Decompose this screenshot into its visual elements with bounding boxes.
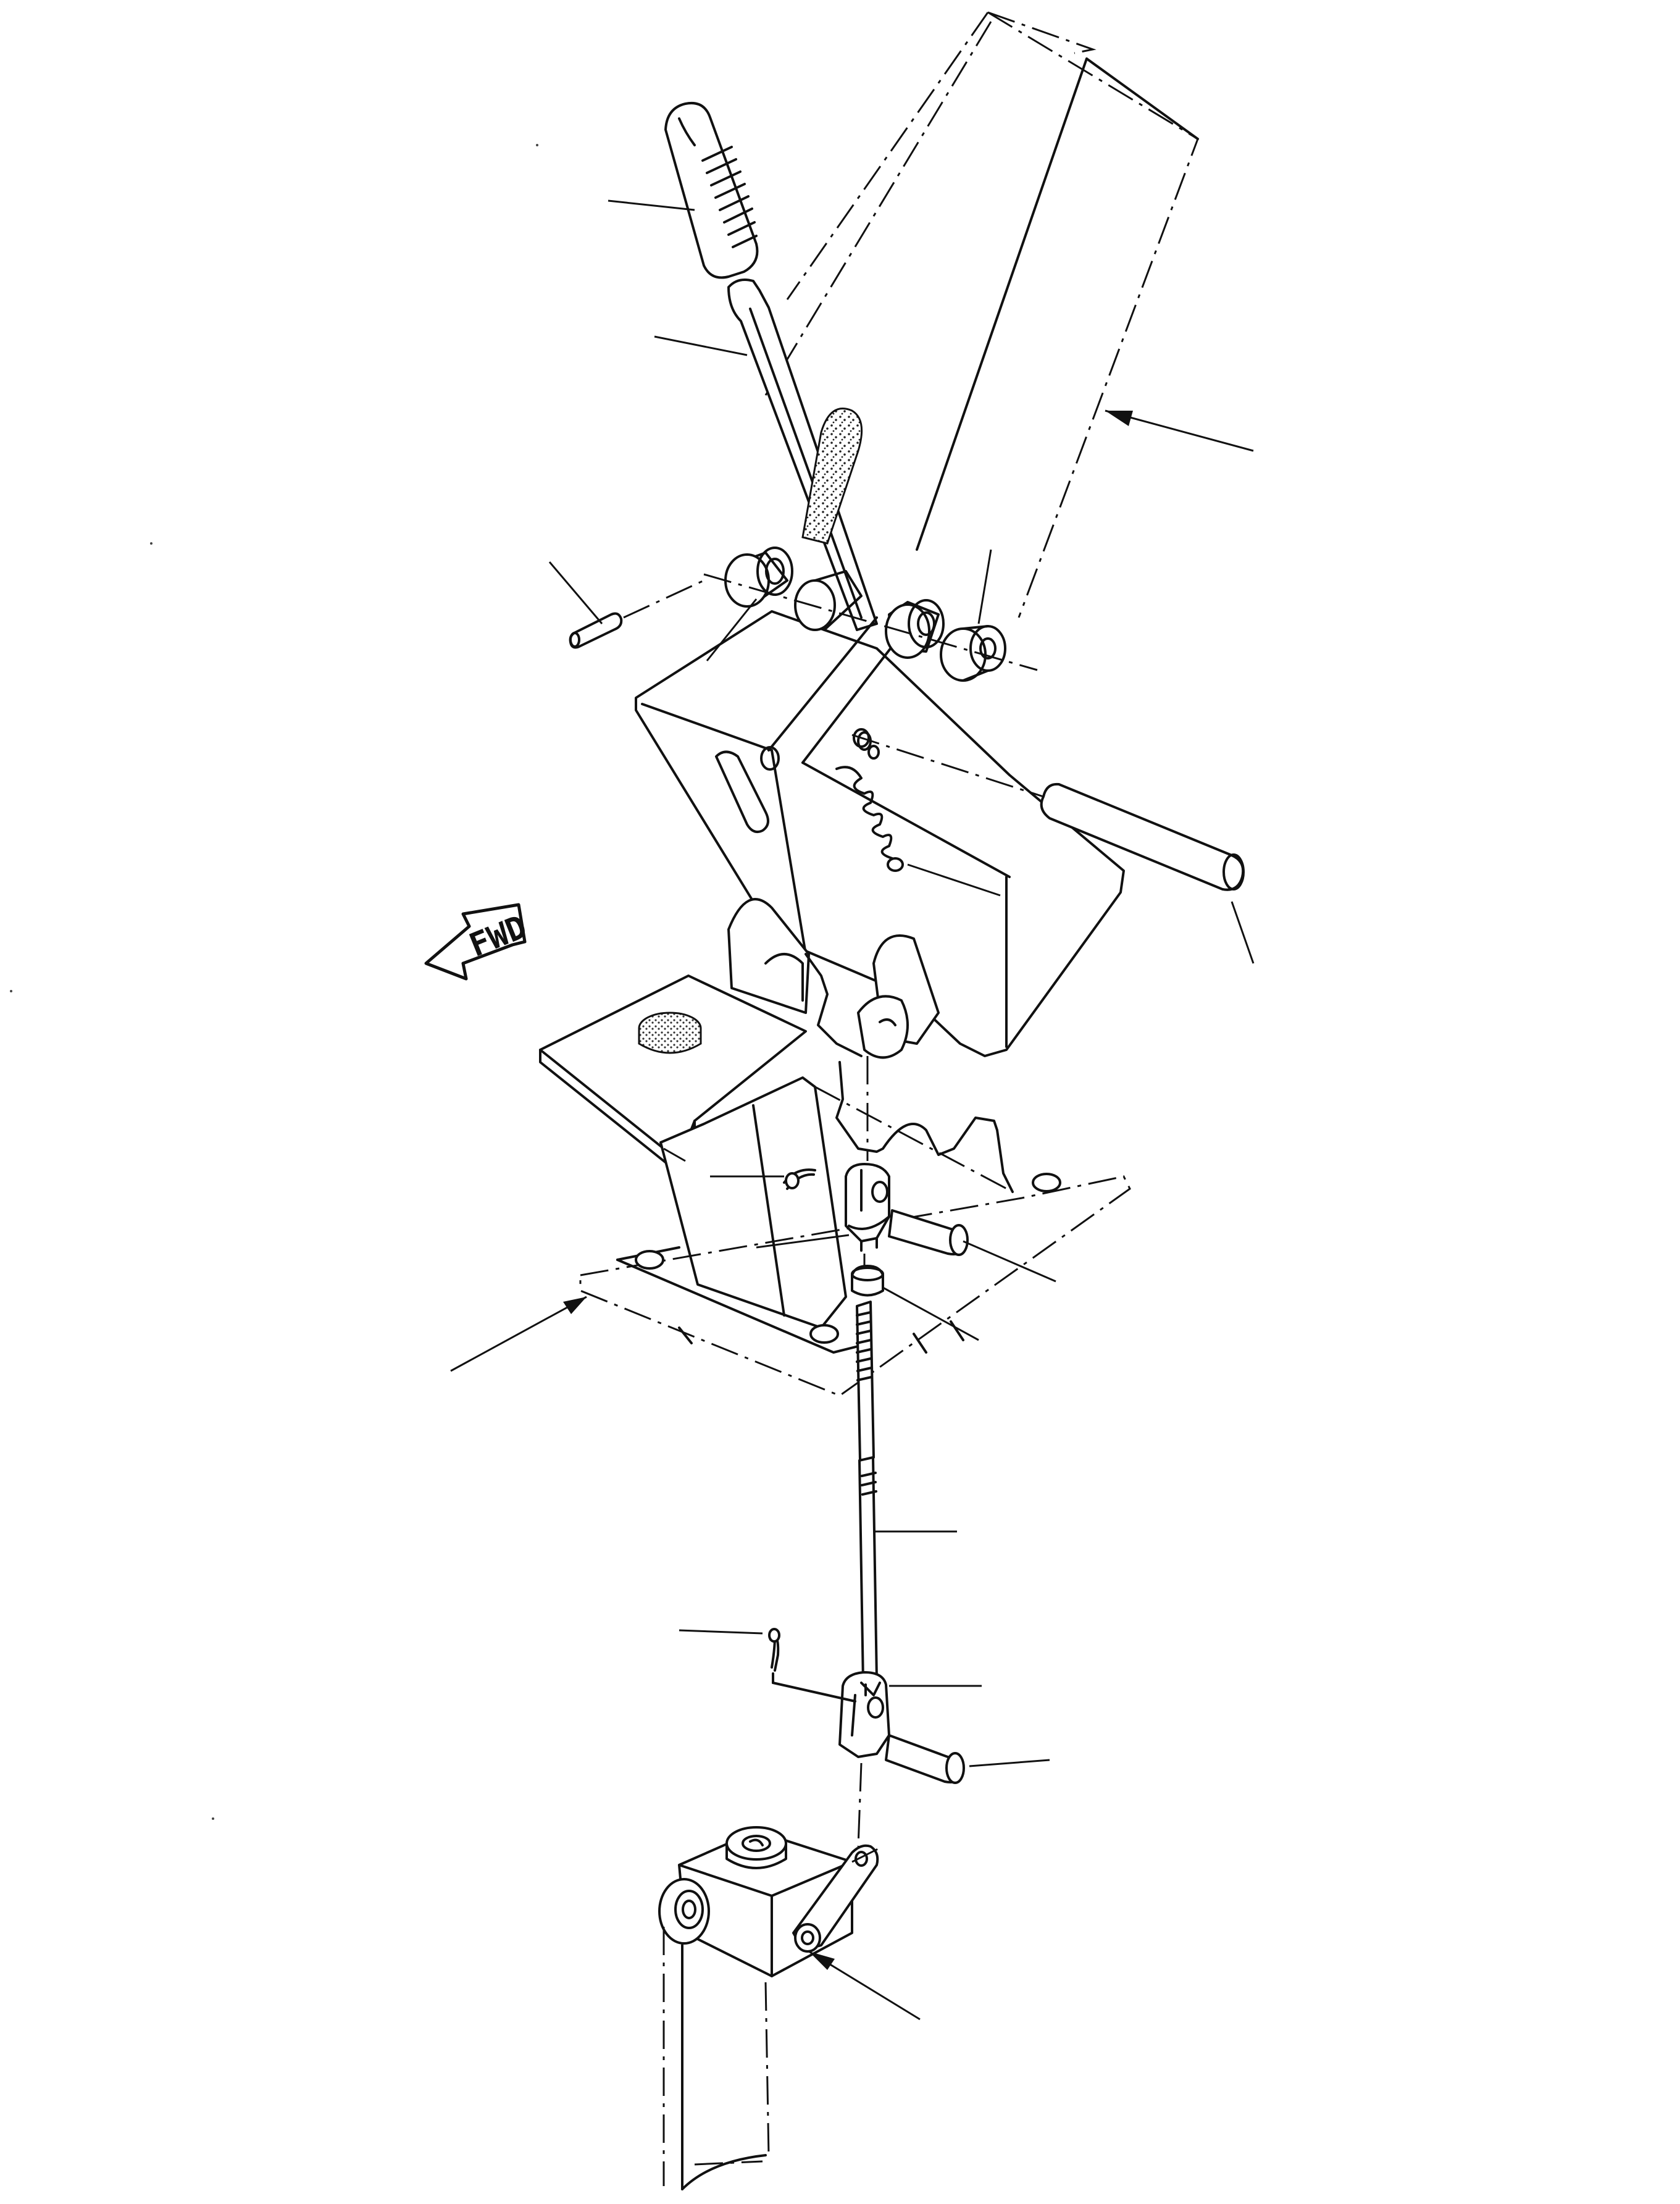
valve-housing-phantom	[662, 1927, 770, 2190]
pivot-shaft	[851, 728, 1245, 891]
cotter-pin-lower	[768, 1628, 856, 1703]
leader-clevis-pin-upper	[963, 1240, 1056, 1283]
pivot-axis-centerline	[703, 573, 1038, 671]
pivot-washer-right	[940, 625, 1006, 682]
leader-base-plate	[450, 1296, 587, 1372]
leader-pivot-shaft	[1231, 901, 1255, 964]
clevis-pin-lower	[885, 1734, 965, 1784]
speck	[536, 144, 538, 146]
leader-handle-grip	[608, 199, 695, 211]
control-valve	[658, 1826, 884, 1977]
speck	[212, 1817, 214, 1820]
return-spring	[835, 766, 904, 872]
leader-jam-nut	[882, 1286, 979, 1341]
callout-leaders	[450, 199, 1255, 2021]
leader-lever-arm	[654, 335, 748, 356]
pivot-spacer-center	[794, 570, 863, 631]
lever-handle-grip	[664, 102, 759, 279]
forward-direction-arrow: FWD	[424, 903, 532, 981]
leader-washer	[977, 549, 992, 624]
leader-spring	[907, 863, 1001, 897]
leader-clevis-upper	[756, 1234, 850, 1249]
leader-clevis-pin-lower	[969, 1759, 1050, 1767]
support-column	[659, 1076, 1013, 1329]
leader-bushing	[706, 598, 758, 661]
leader-roll-pin	[548, 561, 603, 624]
jam-nut-upper	[851, 1265, 884, 1297]
roll-pin	[569, 579, 704, 649]
lever-pedestal	[727, 898, 1014, 1193]
pivot-bushing-left	[724, 547, 793, 608]
speck	[150, 542, 153, 545]
pivot-bushing-right	[885, 599, 945, 659]
lever-felt-pad	[801, 408, 863, 545]
clevis-upper	[845, 1163, 890, 1252]
clevis-pin-upper	[888, 1209, 969, 1256]
console-housing-phantom	[764, 11, 1199, 618]
leader-cotter-lower	[679, 1629, 763, 1635]
rod-centerline-lower	[857, 1762, 863, 1847]
clevis-lower	[838, 1671, 890, 1758]
cotter-pin-upper	[783, 1168, 816, 1190]
speck	[10, 990, 12, 992]
